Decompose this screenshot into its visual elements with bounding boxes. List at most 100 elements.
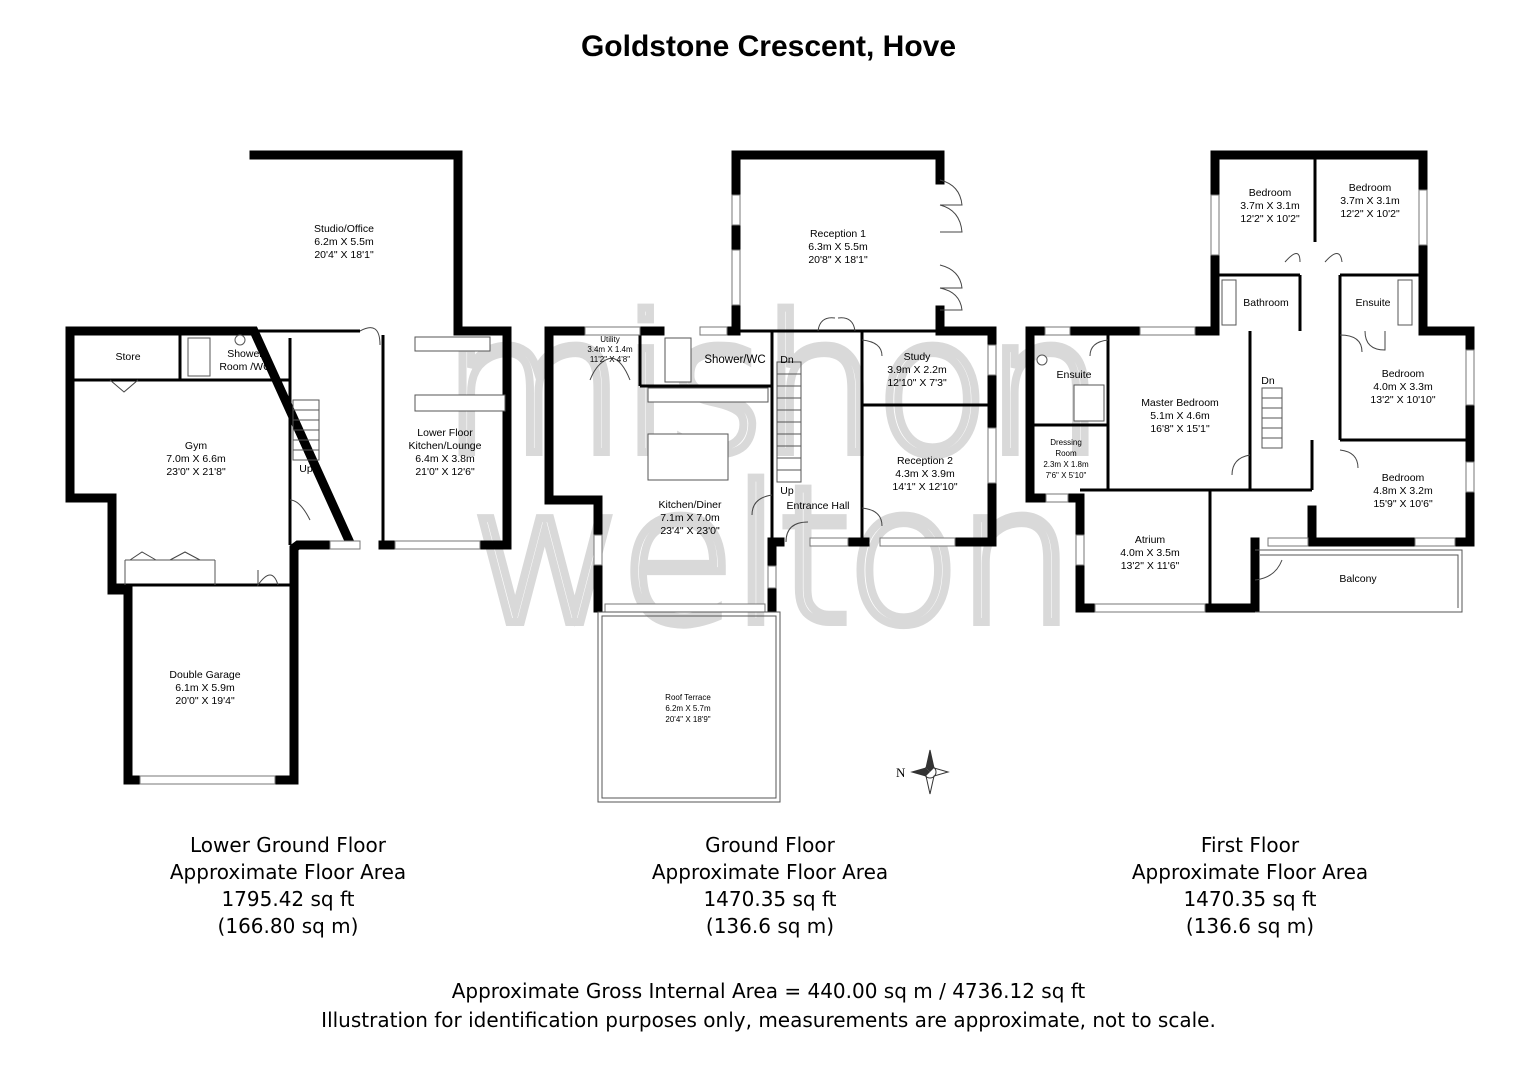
ff-atrium-name: Atrium <box>1135 534 1166 546</box>
first-floor-plan: Bedroom 3.7m X 3.1m 12'2" X 10'2" Bedroo… <box>1025 150 1475 613</box>
ff-bed4-metric: 4.8m X 3.2m <box>1373 485 1433 497</box>
gf-caption-sqm: (136.6 sq m) <box>705 914 835 938</box>
ff-bed4-name: Bedroom <box>1382 472 1425 484</box>
ff-bed3-metric: 4.0m X 3.3m <box>1373 381 1433 393</box>
ff-bed2-name: Bedroom <box>1349 182 1392 194</box>
gf-stair-up-label: Up <box>780 485 794 497</box>
ff-dressing-imperial: 7'6" X 5'10" <box>1046 471 1087 480</box>
lgf-gym-metric: 7.0m X 6.6m <box>166 453 226 465</box>
gf-caption-area-label: Approximate Floor Area <box>651 860 889 884</box>
lower-ground-floor-caption: Lower Ground Floor Approximate Floor Are… <box>128 832 448 940</box>
ff-door-balcony <box>1254 559 1283 581</box>
gf-r1-name: Reception 1 <box>810 228 866 240</box>
gf-kitchen-worktop <box>647 387 769 403</box>
lgf-shower-name-2: Room /WC <box>219 361 271 373</box>
lgf-kitchen-imperial: 21'0" X 12'6" <box>415 466 475 478</box>
ff-caption-area-label: Approximate Floor Area <box>1131 860 1369 884</box>
ff-atrium-imperial: 13'2" X 11'6" <box>1121 560 1180 572</box>
page-title: Goldstone Crescent, Hove <box>580 30 957 63</box>
lgf-window-kitchen <box>394 540 481 550</box>
lgf-kitchen-name: Lower Floor <box>417 427 473 439</box>
lgf-garage-door <box>139 775 276 785</box>
lgf-outer-wall <box>65 150 512 785</box>
first-floor-caption: First Floor Approximate Floor Area 1470.… <box>1090 832 1410 940</box>
ff-balcony-outline <box>1255 549 1463 613</box>
gf-shower-name: Shower/WC <box>704 354 765 366</box>
lgf-door-gym <box>289 499 311 521</box>
ff-caption-name: First Floor <box>1200 833 1300 857</box>
gf-terrace-name: Roof Terrace <box>665 693 711 702</box>
ff-door-ensuite1 <box>1089 339 1109 357</box>
gf-window-r1-b <box>731 249 741 306</box>
ff-window-bed1 <box>1210 194 1220 256</box>
ff-caption-sqft: 1470.35 sq ft <box>1183 887 1317 911</box>
ff-bed3-imperial: 13'2" X 10'10" <box>1370 394 1435 406</box>
ff-ensuite2-name: Ensuite <box>1355 297 1390 309</box>
gf-terrace-imperial: 20'4" X 18'9" <box>665 715 710 724</box>
ff-balcony-name: Balcony <box>1339 573 1377 585</box>
ff-door-bed2 <box>1324 253 1343 263</box>
ff-door-bed3 <box>1339 334 1363 353</box>
lgf-door-store <box>109 379 139 393</box>
ff-dressing-metric: 2.3m X 1.8m <box>1043 460 1089 469</box>
lgf-shower-name: Shower <box>227 348 263 360</box>
gf-study-name: Study <box>904 351 932 363</box>
gf-utility-imperial: 11'2" X 4'8" <box>590 355 630 364</box>
gf-r2-name: Reception 2 <box>897 455 953 467</box>
gf-utility-name: Utility <box>600 335 620 344</box>
gf-window-r2 <box>987 427 997 484</box>
lgf-basin <box>234 334 246 346</box>
gf-window-shower <box>699 326 728 336</box>
gf-window-r2-front <box>879 537 956 547</box>
gross-internal-area: Approximate Gross Internal Area = 440.00… <box>451 979 1086 1003</box>
ff-master-name: Master Bedroom <box>1141 397 1219 409</box>
lgf-door-garage <box>257 570 279 587</box>
ff-bed2-metric: 3.7m X 3.1m <box>1340 195 1400 207</box>
ff-bed1-metric: 3.7m X 3.1m <box>1240 200 1300 212</box>
lgf-door-studio <box>359 327 381 346</box>
lgf-caption-sqm: (166.80 sq m) <box>217 914 359 938</box>
gf-r2-metric: 4.3m X 3.9m <box>895 468 955 480</box>
gf-kitchen-imperial: 23'4" X 23'0" <box>660 525 720 537</box>
gf-window-study <box>987 344 997 376</box>
ff-bed1-imperial: 12'2" X 10'2" <box>1240 213 1300 225</box>
gf-kitchen-metric: 7.1m X 7.0m <box>660 512 720 524</box>
ff-bath <box>1221 279 1237 326</box>
lgf-studio-imperial: 20'4" X 18'1" <box>314 249 374 261</box>
lgf-window-hall <box>329 540 361 550</box>
ff-window-bed4 <box>1465 461 1475 493</box>
gf-caption-name: Ground Floor <box>705 833 835 857</box>
ff-window-atrium-rear <box>1094 603 1206 613</box>
ff-bed1-name: Bedroom <box>1249 187 1292 199</box>
lgf-stairs <box>292 399 320 461</box>
lgf-gym-name: Gym <box>185 440 207 452</box>
ff-window-ensuite <box>1044 326 1071 336</box>
ff-ensuite-basin <box>1036 354 1048 366</box>
gf-door-study <box>861 339 883 357</box>
ff-stair-dn-label: Dn <box>1261 375 1275 387</box>
ff-window-bed4-front <box>1414 537 1456 547</box>
ff-window-bed3 <box>1465 349 1475 406</box>
ff-stairs <box>1261 387 1283 449</box>
gf-window-r1-a <box>731 194 741 226</box>
gf-r1-imperial: 20'8" X 18'1" <box>808 254 868 266</box>
lgf-garage-imperial: 20'0" X 19'4" <box>175 695 235 707</box>
gf-door-reception1 <box>817 317 856 332</box>
ground-floor-caption: Ground Floor Approximate Floor Area 1470… <box>610 832 930 940</box>
ground-floor-plan: Reception 1 6.3m X 5.5m 20'8" X 18'1" Ut… <box>544 150 997 803</box>
lgf-caption-area-label: Approximate Floor Area <box>169 860 407 884</box>
lgf-garage-metric: 6.1m X 5.9m <box>175 682 235 694</box>
ff-bathroom-name: Bathroom <box>1243 297 1289 309</box>
gf-r1-metric: 6.3m X 5.5m <box>808 241 868 253</box>
gf-stairs <box>776 361 802 483</box>
gf-window-utility <box>584 326 641 336</box>
gf-door-kitchen <box>751 494 773 516</box>
lgf-kitchen-name-2: Kitchen/Lounge <box>409 440 482 452</box>
gf-french-doors-upper <box>939 179 963 233</box>
ff-master-metric: 5.1m X 4.6m <box>1150 410 1210 422</box>
lgf-studio-name: Studio/Office <box>314 223 374 235</box>
gf-caption-sqft: 1470.35 sq ft <box>703 887 837 911</box>
ff-window-bed2 <box>1418 189 1428 246</box>
gf-kitchen-name: Kitchen/Diner <box>658 499 722 511</box>
